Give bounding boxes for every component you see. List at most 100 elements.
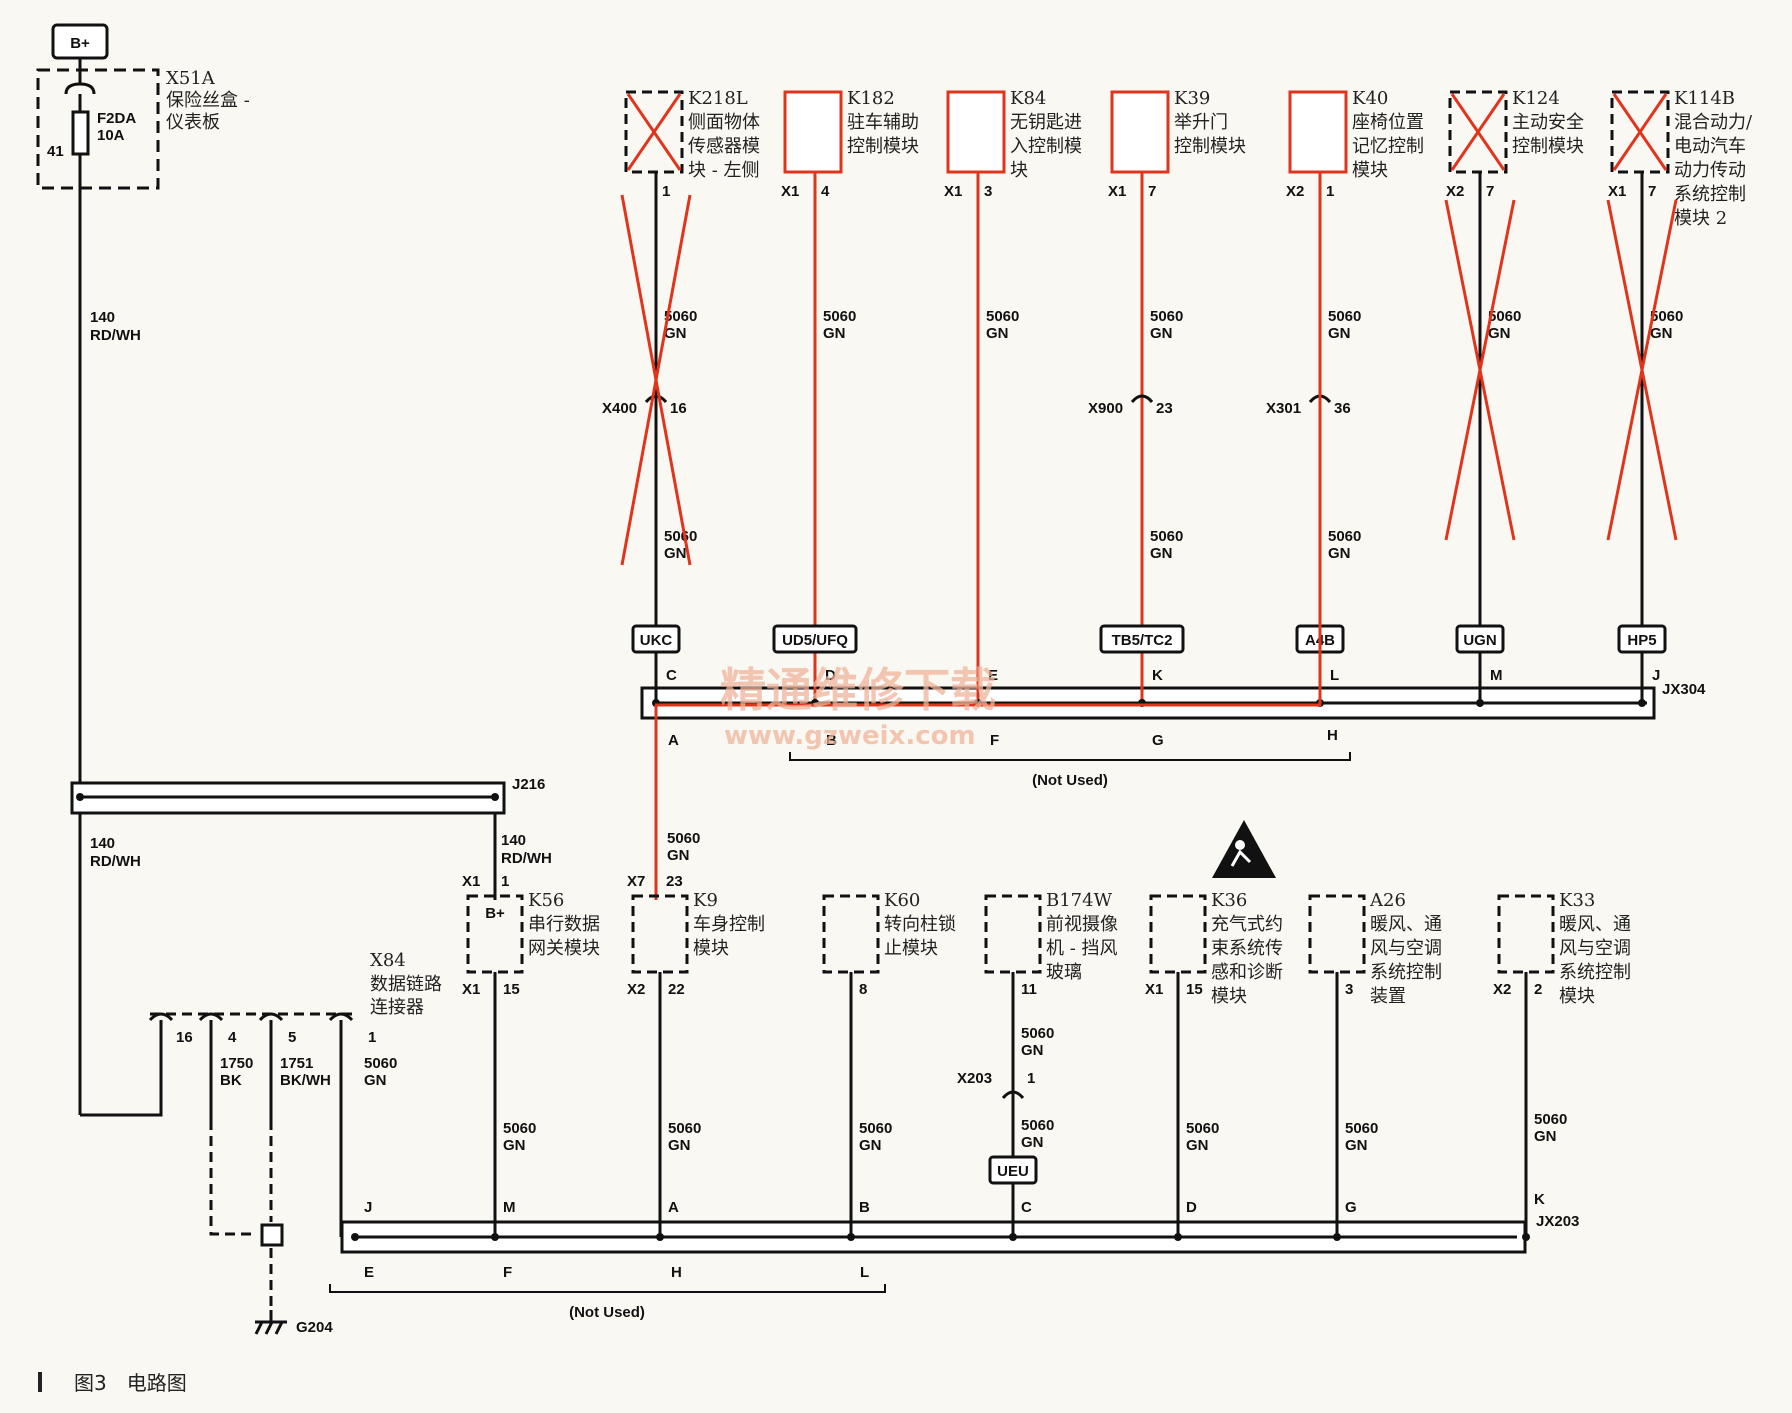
connector-pin: 15 [503,981,520,998]
module-name: 模块 [693,938,729,959]
caption-marker [38,1372,42,1392]
module-name: 控制模块 [847,136,919,157]
bus-pin: M [1490,667,1503,684]
x84-wire-circuit: 5060 [364,1055,397,1072]
wire-color: GN [1021,1042,1044,1059]
top-connector-id: X7 [627,873,645,890]
splice-jx203: JX203 E F H L (Not Used) [329,1213,1579,1321]
top-connector-pin: 1 [501,873,509,890]
bus-pin: J [1652,667,1660,684]
wire-circuit: 5060 [1186,1120,1219,1137]
module-name: 模块 [1211,986,1247,1007]
top-connector-id: X1 [462,873,480,890]
module-name: 无钥匙进 [1010,112,1082,133]
module-name: 暖风、通 [1370,914,1442,935]
connector-id: X1 [781,183,799,200]
fuse-id: F2DA [97,110,136,127]
x84-pin-4: 4 [228,1029,237,1046]
module-name: 玻璃 [1046,962,1082,983]
option-tag [1099,624,1185,654]
jx203-bottom-pin-e: E [364,1264,374,1281]
module-id: K40 [1352,88,1388,109]
wire-color-2: GN [664,545,687,562]
option-tag [772,624,858,654]
module-name: 块 [1010,160,1028,181]
wire-circuit: 5060 [1345,1120,1378,1137]
wire-circuit: 5060 [1650,308,1683,325]
connector-pin: 7 [1148,183,1156,200]
wire-140-color-2: RD/WH [90,853,141,870]
x84-pin-16: 16 [176,1029,193,1046]
wire-color: GN [667,847,690,864]
wire-1750-color: BK [220,1072,242,1089]
wire-color-2: GN [1021,1134,1044,1151]
wire-circuit-2: 5060 [664,528,697,545]
wire-color: GN [1488,325,1511,342]
jx304-not-used: (Not Used) [1032,772,1108,789]
x84-name-2: 连接器 [370,997,424,1018]
ueu-tag-text: UEU [997,1163,1029,1180]
module-name: 感和诊断 [1211,962,1283,983]
inline-connector-pin: 36 [1334,400,1351,417]
bus-pin: A [668,1199,679,1216]
inline-connector-id: X900 [1088,400,1123,417]
module-name: 机 - 挡风 [1046,938,1118,959]
option-tag [1455,624,1505,654]
connector-id: X1 [944,183,962,200]
fuse-icon [71,110,90,156]
module-name: 前视摄像 [1046,914,1118,935]
wire-circuit: 5060 [503,1120,536,1137]
connector-pin: 1 [1326,183,1334,200]
power-source: B+ [51,23,109,85]
wire-color-2: GN [1328,545,1351,562]
module-name: 束系统传 [1211,938,1283,959]
module-id: A26 [1369,890,1406,911]
x84-bus-pin: J [364,1199,372,1216]
bus-pin: M [503,1199,516,1216]
watermark-title: 精通维修下载 [720,663,996,717]
bus-pin: D [825,667,836,684]
wire-140-color-3: RD/WH [501,850,552,867]
wire-color: GN [1650,325,1673,342]
connector-pin: 2 [1534,981,1542,998]
module-name: 侧面物体 [688,112,760,133]
inline-connector-pin: 16 [670,400,687,417]
wire-140 [78,154,497,1117]
jx304-bottom-pin-b: B [826,732,837,749]
camera-inline-connector: X203 1 UEU [957,1070,1038,1185]
module-name: 主动安全 [1512,112,1584,133]
wire-circuit-2: 5060 [1150,528,1183,545]
module-id: K218L [688,88,748,109]
module-id: K60 [884,890,920,911]
bus-pin: B [859,1199,870,1216]
wire-circuit: 5060 [859,1120,892,1137]
wire-1751-color: BK/WH [280,1072,331,1089]
bus-pin: E [988,667,998,684]
jx304-bottom-pin-f: F [990,732,999,749]
option-tag [1617,624,1667,654]
wire-1750-circuit: 1750 [220,1055,253,1072]
wire-color: GN [823,325,846,342]
module-name: 模块 [1352,160,1388,181]
module-name: 模块 2 [1674,208,1727,229]
module-name: 混合动力/ [1674,112,1753,133]
wire-circuit: 5060 [823,308,856,325]
wire-color: GN [859,1137,882,1154]
connector-pin: 1 [662,183,670,200]
jx203-bottom-pin-h: H [671,1264,682,1281]
connector-pin: 4 [821,183,830,200]
module-name: 动力传动 [1674,160,1746,181]
highlight-path [654,180,1322,900]
wire-color: GN [1345,1137,1368,1154]
